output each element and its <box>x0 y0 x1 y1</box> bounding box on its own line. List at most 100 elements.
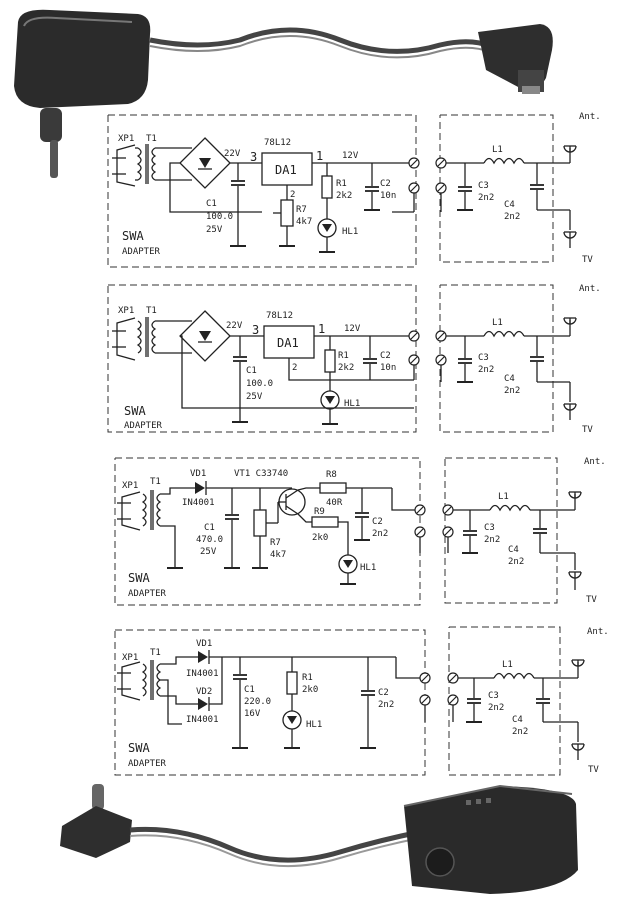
c4-l1-label: L1 <box>502 660 513 670</box>
circuit-2-labels: XP1 T1 22V 78L12 DA1 3 1 2 12V C1 100.0 … <box>118 284 601 435</box>
c3-r9-ref: R9 <box>314 507 325 517</box>
c2-c4-val: 2n2 <box>504 386 520 396</box>
c2-xp1-label: XP1 <box>118 306 134 316</box>
c2-reg-model-label: 78L12 <box>266 311 293 321</box>
c2-vin-label: 22V <box>226 321 243 331</box>
c1-adapter-label: ADAPTER <box>122 247 161 257</box>
circuit-3-labels: XP1 T1 VD1 IN4001 VT1 C33740 R8 40R C1 4… <box>122 457 606 605</box>
c3-t1-label: T1 <box>150 477 161 487</box>
c3-c1-ref: C1 <box>204 523 215 533</box>
circuit-3 <box>114 457 582 606</box>
circuit-2 <box>107 284 577 433</box>
c2-c1-val: 100.0 <box>246 379 273 389</box>
c1-reg-model-label: 78L12 <box>264 138 291 148</box>
c2-tv-label: TV <box>582 425 593 435</box>
c4-c4-val: 2n2 <box>512 727 528 737</box>
c3-ant-label: Ant. <box>584 457 606 467</box>
c1-c1-ref: C1 <box>206 199 217 209</box>
c4-c1-val: 220.0 <box>244 697 271 707</box>
c2-pin3: 3 <box>252 323 259 337</box>
c1-led-ref: HL1 <box>342 227 358 237</box>
c1-pin2: 2 <box>290 190 295 200</box>
c2-pin2: 2 <box>292 363 297 373</box>
c1-xp1-label: XP1 <box>118 134 134 144</box>
c4-vd2-ref: VD2 <box>196 687 212 697</box>
c2-reg-ref-label: DA1 <box>277 336 299 350</box>
c1-tv-label: TV <box>582 255 593 265</box>
c3-r9-val: 2k0 <box>312 533 328 543</box>
c3-vd1-val: IN4001 <box>182 498 215 508</box>
c1-r1-val: 2k2 <box>336 191 352 201</box>
c4-tv-label: TV <box>588 765 599 775</box>
c4-c3-val: 2n2 <box>488 703 504 713</box>
c4-swa-label: SWA <box>128 741 150 755</box>
c3-xp1-label: XP1 <box>122 481 138 491</box>
c4-c2-val: 2n2 <box>378 700 394 710</box>
c1-c3-ref: C3 <box>478 181 489 191</box>
c4-vd1-val: IN4001 <box>186 669 219 679</box>
c1-c4-val: 2n2 <box>504 212 520 222</box>
c3-c4-val: 2n2 <box>508 557 524 567</box>
c4-c3-ref: C3 <box>488 691 499 701</box>
c3-c3-val: 2n2 <box>484 535 500 545</box>
c1-reg-ref-label: DA1 <box>275 163 297 177</box>
circuit-4 <box>114 626 585 776</box>
c1-c3-val: 2n2 <box>478 193 494 203</box>
c1-c2-val: 10n <box>380 191 396 201</box>
c1-swa-label: SWA <box>122 229 144 243</box>
c2-l1-label: L1 <box>492 318 503 328</box>
c4-c1-v: 16V <box>244 709 261 719</box>
c3-c2-ref: C2 <box>372 517 383 527</box>
c1-c1-v: 25V <box>206 225 223 235</box>
c1-c4-ref: C4 <box>504 200 515 210</box>
c2-t1-label: T1 <box>146 306 157 316</box>
c1-pin1: 1 <box>316 149 323 163</box>
c2-pin1: 1 <box>318 322 325 336</box>
c3-c1-val: 470.0 <box>196 535 223 545</box>
c1-t1-label: T1 <box>146 134 157 144</box>
c2-c1-v: 25V <box>246 392 263 402</box>
c2-c2-val: 10n <box>380 363 396 373</box>
c2-c1-ref: C1 <box>246 366 257 376</box>
c1-c2-ref: C2 <box>380 179 391 189</box>
c3-led-ref: HL1 <box>360 563 376 573</box>
c4-t1-label: T1 <box>150 648 161 658</box>
c2-vout-label: 12V <box>344 324 361 334</box>
c3-r7-val: 4k7 <box>270 550 286 560</box>
c4-c4-ref: C4 <box>512 715 523 725</box>
c3-r8-ref: R8 <box>326 470 337 480</box>
c1-r7-ref: R7 <box>296 205 307 215</box>
c1-vin-label: 22V <box>224 149 241 159</box>
c3-tv-label: TV <box>586 595 597 605</box>
splitter-outline <box>439 114 554 263</box>
c3-c3-ref: C3 <box>484 523 495 533</box>
c3-vt1-label: VT1 C33740 <box>234 469 288 479</box>
c2-r1-val: 2k2 <box>338 363 354 373</box>
c3-c2-val: 2n2 <box>372 529 388 539</box>
c2-r1-ref: R1 <box>338 351 349 361</box>
c4-ant-label: Ant. <box>587 627 609 637</box>
c2-c4-ref: C4 <box>504 374 515 384</box>
c1-r7-val: 4k7 <box>296 217 312 227</box>
c2-c3-ref: C3 <box>478 353 489 363</box>
adapter-photo-bottom <box>60 784 578 894</box>
c4-vd1-ref: VD1 <box>196 639 212 649</box>
c4-adapter-label: ADAPTER <box>128 759 167 769</box>
c4-led-ref: HL1 <box>306 720 322 730</box>
c1-r1-ref: R1 <box>336 179 347 189</box>
c4-c2-ref: C2 <box>378 688 389 698</box>
c3-c1-v: 25V <box>200 547 217 557</box>
c3-l1-label: L1 <box>498 492 509 502</box>
c2-swa-label: SWA <box>124 404 146 418</box>
c2-ant-label: Ant. <box>579 284 601 294</box>
adapter-photo-top <box>14 9 553 178</box>
c3-vd1-ref: VD1 <box>190 469 206 479</box>
c1-l1-label: L1 <box>492 145 503 155</box>
c1-vout-label: 12V <box>342 151 359 161</box>
circuit-1 <box>107 114 577 268</box>
c3-c4-ref: C4 <box>508 545 519 555</box>
c1-ant-label: Ant. <box>579 112 601 122</box>
c3-r7-ref: R7 <box>270 538 281 548</box>
